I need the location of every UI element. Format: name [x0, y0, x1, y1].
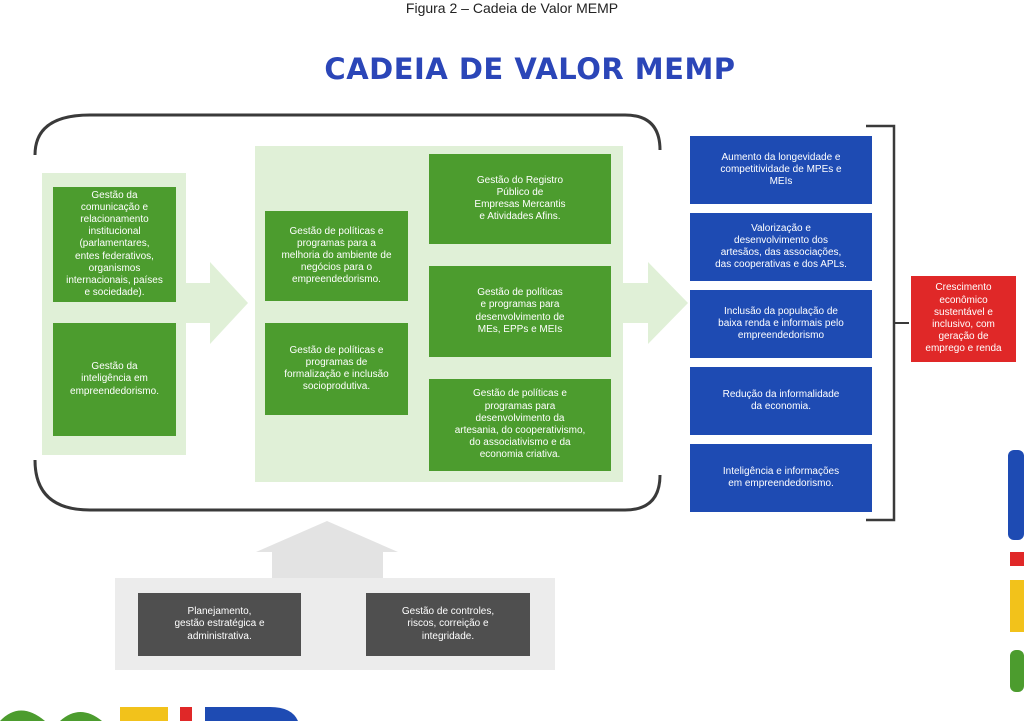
diagram-title: CADEIA DE VALOR MEMP: [324, 52, 736, 86]
box-formalization-inclusion: Gestão de políticas e programas de forma…: [265, 323, 408, 415]
outer-bracket-top: [33, 113, 662, 156]
logo-fragment-yellow: [1010, 580, 1024, 632]
logo-fragment-bottom-blue: [205, 707, 298, 721]
logo-fragment-green: [1010, 650, 1024, 692]
result-informality: Redução da informalidade da economia.: [690, 367, 872, 435]
support-planning: Planejamento, gestão estratégica e admin…: [138, 593, 301, 656]
logo-fragment-blue: [1008, 450, 1024, 540]
box-mes-epps-meis: Gestão de políticas e programas para des…: [429, 266, 611, 357]
outcome-growth: Crescimento econômico sustentável e incl…: [911, 276, 1016, 362]
support-controls: Gestão de controles, riscos, correição e…: [366, 593, 530, 656]
result-artisans: Valorização e desenvolvimento dos artesã…: [690, 213, 872, 281]
result-longevity: Aumento da longevidade e competitividade…: [690, 136, 872, 204]
box-intelligence-management: Gestão da inteligência em empreendedoris…: [53, 323, 176, 436]
box-communication-management: Gestão da comunicação e relacionamento i…: [53, 187, 176, 302]
logo-fragment-bottom-green-1: [0, 710, 45, 721]
logo-fragment-bottom-yellow: [120, 707, 168, 721]
result-intelligence: Inteligência e informações em empreended…: [690, 444, 872, 512]
outer-bracket-bottom: [33, 459, 662, 512]
arrow-left-to-center: [186, 262, 248, 344]
logo-fragment-red: [1010, 552, 1024, 566]
result-inclusion: Inclusão da população de baixa renda e i…: [690, 290, 872, 358]
figure-caption: Figura 2 – Cadeia de Valor MEMP: [405, 0, 619, 16]
arrow-center-to-results: [623, 262, 688, 344]
box-business-environment: Gestão de políticas e programas para a m…: [265, 211, 408, 301]
box-public-registry: Gestão do Registro Público de Empresas M…: [429, 154, 611, 244]
logo-fragment-bottom-red: [180, 707, 192, 721]
box-artisanship-cooperativism: Gestão de políticas e programas para des…: [429, 379, 611, 471]
arrow-up: [256, 521, 398, 578]
logo-fragment-bottom-green-2: [60, 712, 102, 721]
